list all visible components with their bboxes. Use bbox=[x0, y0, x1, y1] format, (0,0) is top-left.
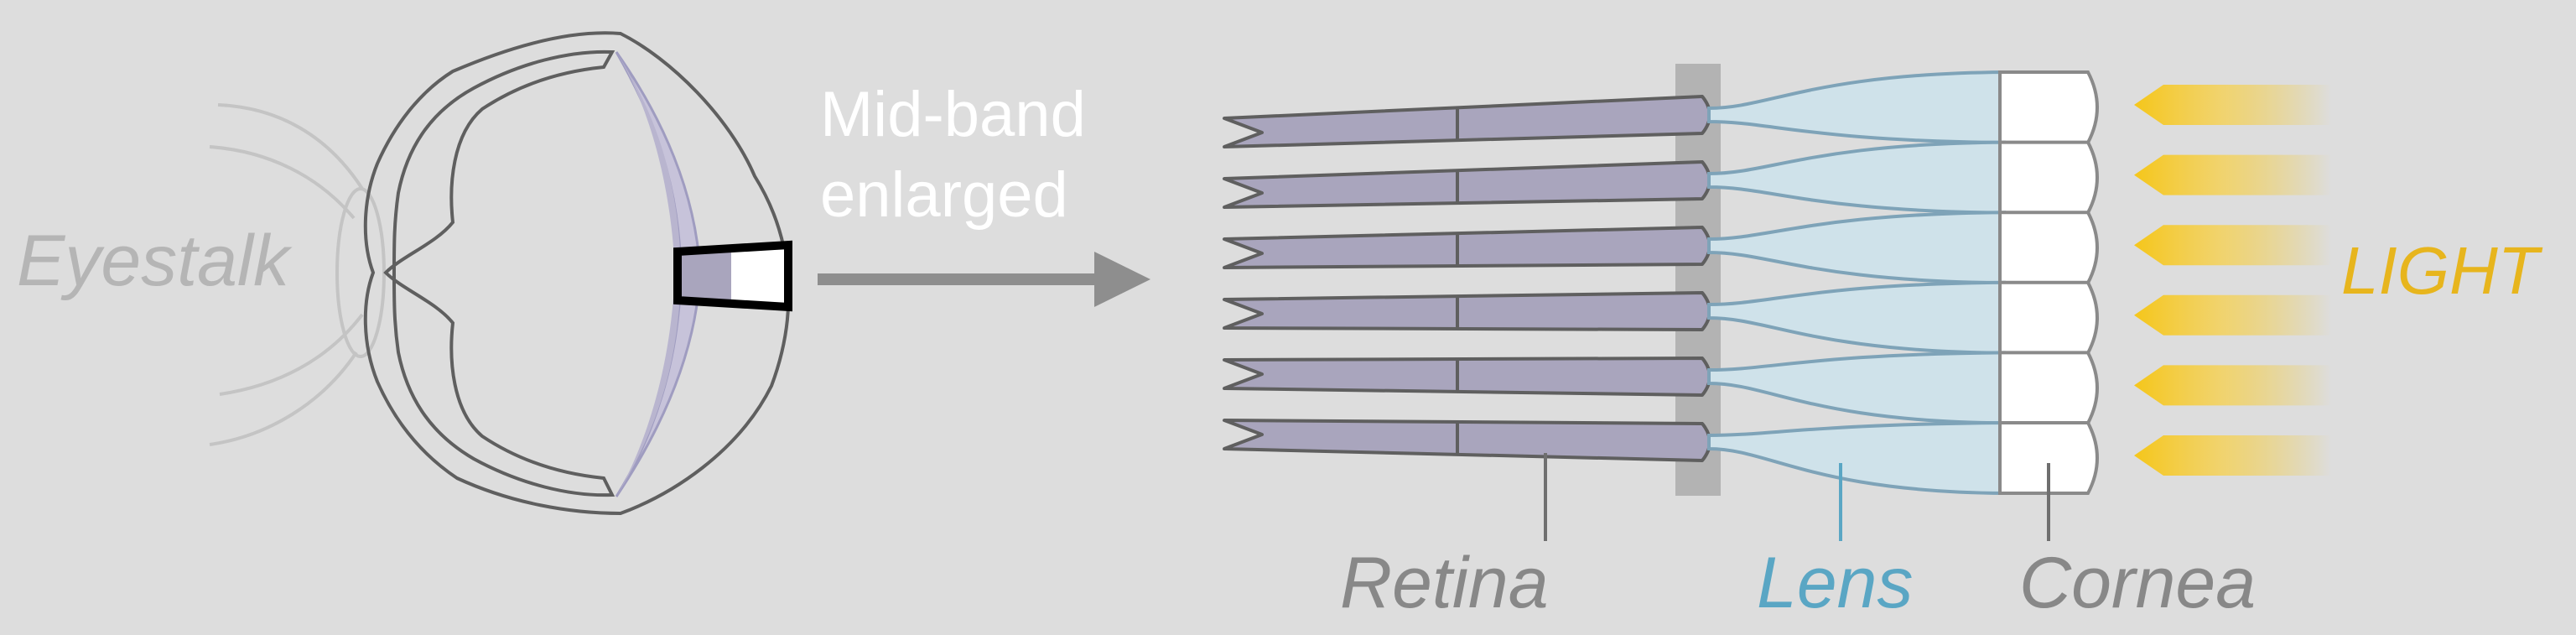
caption-line-1: Mid-band bbox=[820, 79, 1086, 150]
retina-rod bbox=[1223, 226, 1711, 269]
lens-cone bbox=[1707, 280, 2006, 355]
lens-cone bbox=[1707, 211, 2006, 285]
cornea-facet bbox=[1998, 70, 2099, 144]
ommatidium bbox=[1223, 211, 2099, 285]
light-arrows bbox=[2134, 85, 2331, 476]
retina-rod bbox=[1223, 160, 1711, 209]
ommatidium bbox=[1223, 351, 2099, 425]
light-label: LIGHT bbox=[2341, 233, 2543, 308]
retina-rod bbox=[1223, 291, 1711, 331]
light-arrow bbox=[2134, 435, 2331, 476]
cornea-facet bbox=[1998, 140, 2099, 215]
caption-line-2: enlarged bbox=[820, 159, 1068, 231]
ommatidium bbox=[1223, 70, 2099, 148]
light-arrow bbox=[2134, 294, 2331, 336]
cornea-facet bbox=[1998, 280, 2099, 355]
light-arrow bbox=[2134, 85, 2331, 125]
ommatidium bbox=[1223, 419, 2099, 496]
retina-label: Retina bbox=[1340, 543, 1549, 623]
cornea-facet bbox=[1998, 421, 2099, 495]
lens-cone bbox=[1707, 140, 2006, 215]
retina-rod bbox=[1223, 419, 1711, 462]
cornea-facet bbox=[1998, 351, 2099, 425]
cornea-facet bbox=[1998, 211, 2099, 285]
lens-cone bbox=[1707, 70, 2006, 145]
mid-band-selection-box bbox=[673, 240, 792, 312]
ommatidium bbox=[1223, 140, 2099, 215]
ommatidia-group bbox=[1223, 70, 2099, 496]
retina-rod bbox=[1223, 357, 1711, 397]
lens-cone bbox=[1707, 351, 2006, 425]
eyestalk-label: Eyestalk bbox=[17, 221, 293, 301]
leader-lines bbox=[1544, 453, 2050, 541]
lens-label: Lens bbox=[1757, 543, 1914, 623]
light-arrow bbox=[2134, 365, 2331, 406]
ommatidium bbox=[1223, 280, 2099, 355]
light-arrow bbox=[2134, 225, 2331, 266]
light-arrow bbox=[2134, 154, 2331, 195]
enlarge-arrow bbox=[818, 252, 1150, 307]
lens-cone bbox=[1707, 420, 2006, 496]
retina-rod bbox=[1223, 95, 1711, 148]
cornea-label: Cornea bbox=[2019, 543, 2256, 623]
